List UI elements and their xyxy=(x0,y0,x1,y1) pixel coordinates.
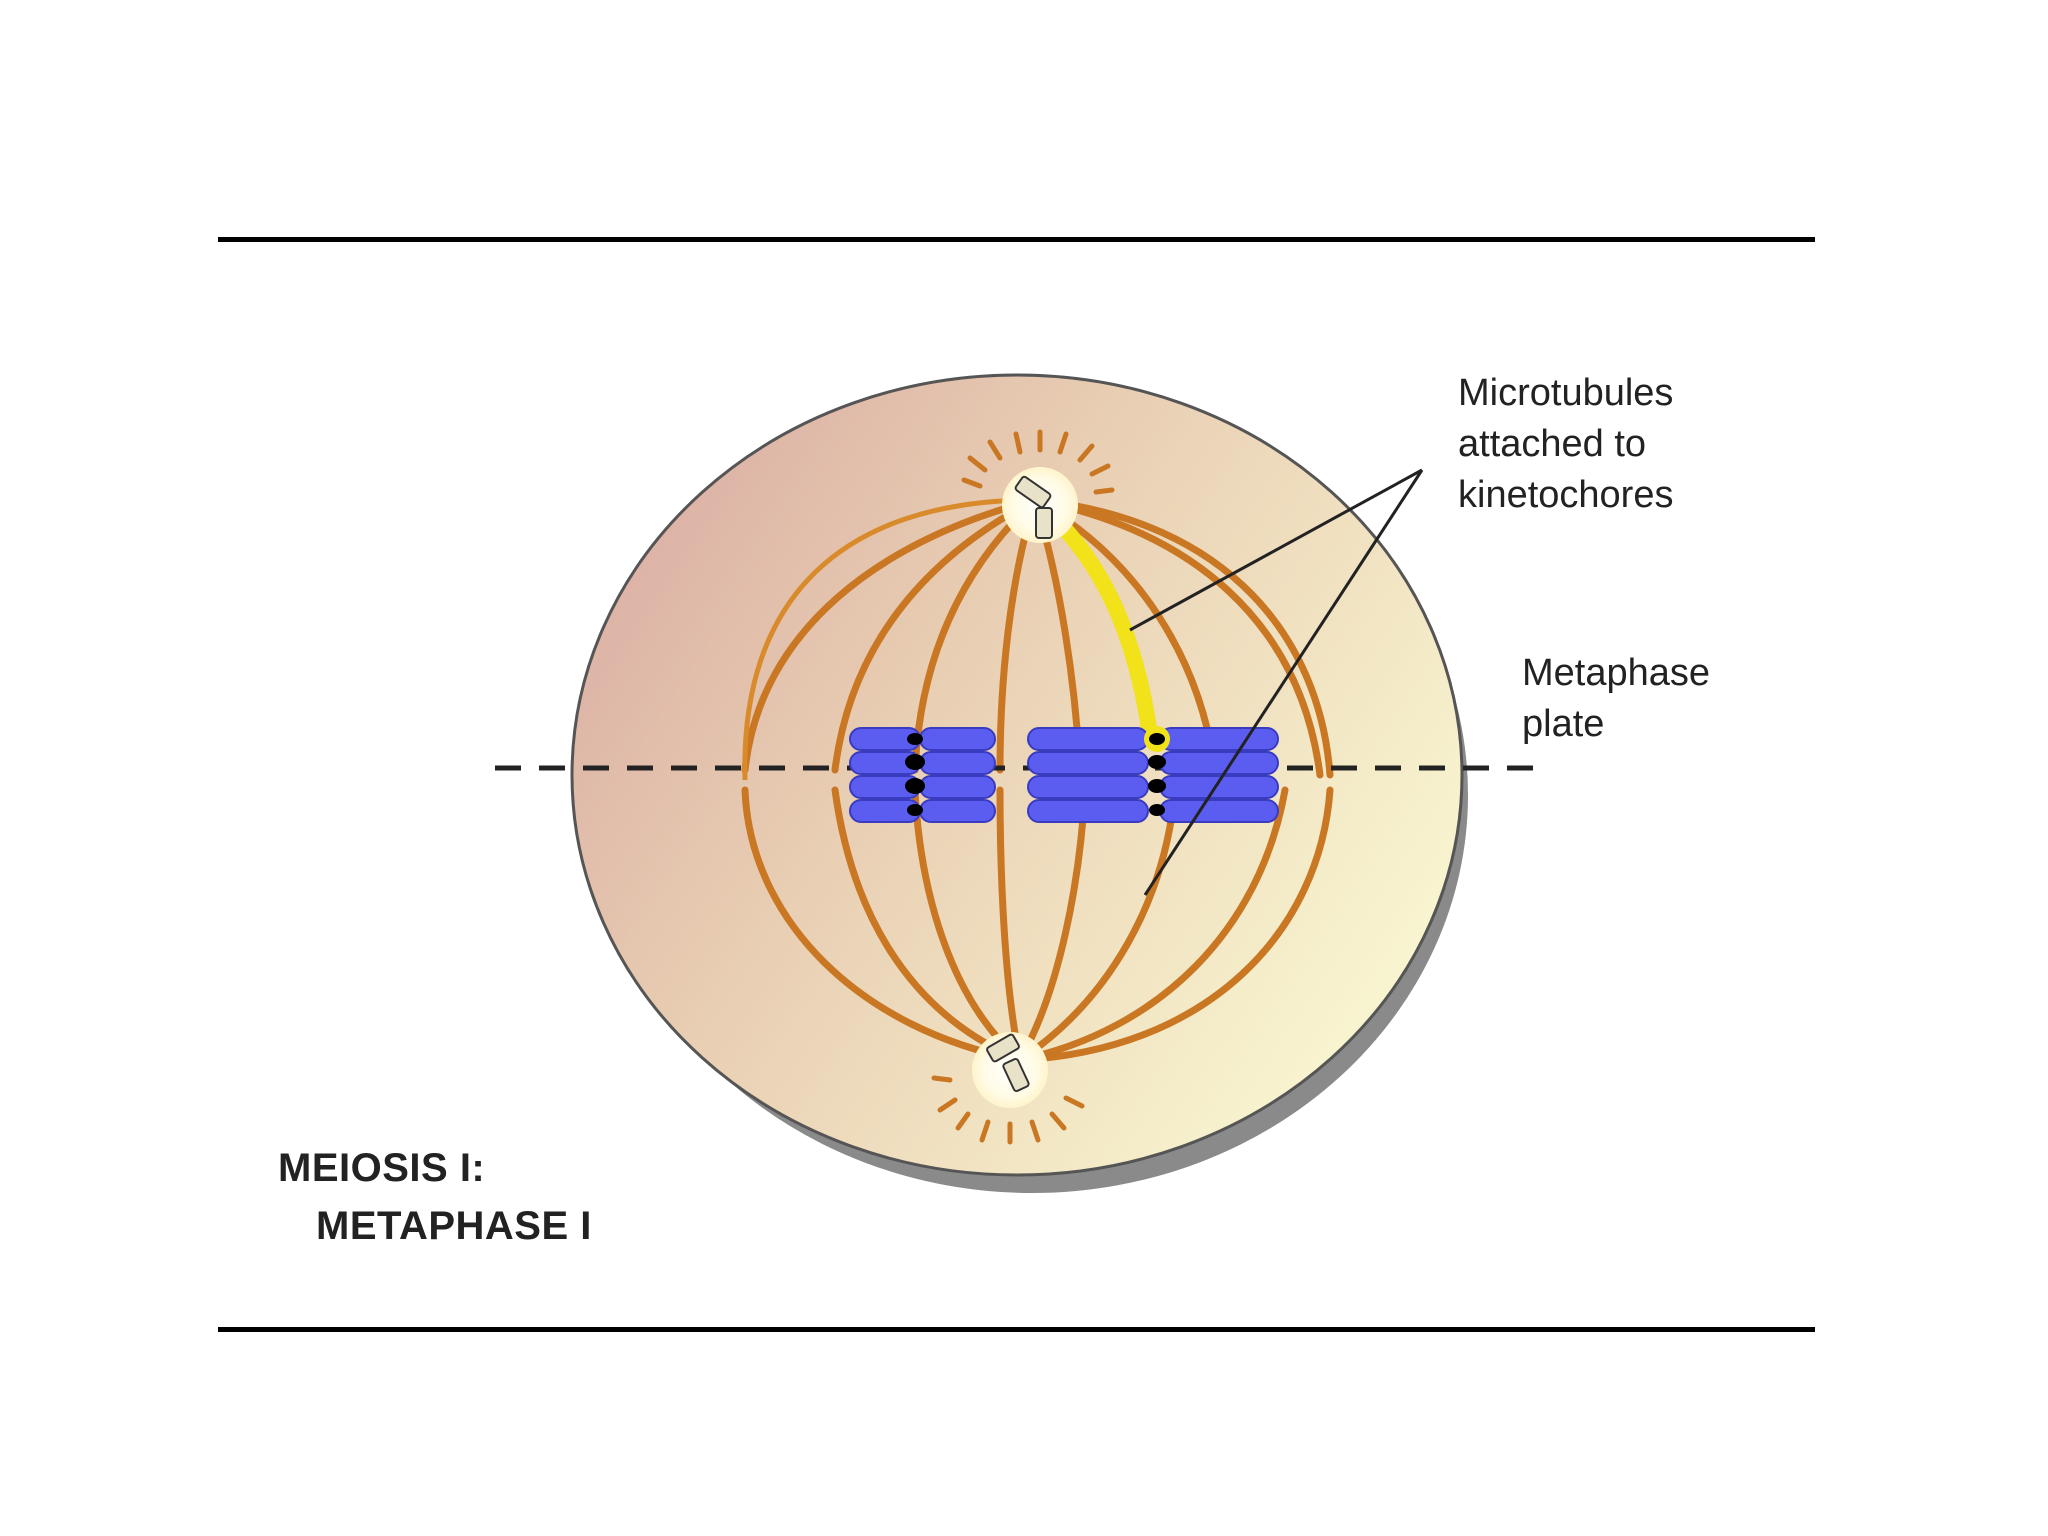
caption-line-2: METAPHASE I xyxy=(316,1204,592,1249)
caption-line-1: MEIOSIS I: xyxy=(278,1146,485,1191)
microtubules-label-line-1: Microtubules xyxy=(1458,368,1673,419)
metaphase-plate-label-line-1: Metaphase xyxy=(1522,648,1710,699)
microtubules-label: Microtubules attached to kinetochores xyxy=(1458,368,1673,521)
metaphase-plate-label-line-2: plate xyxy=(1522,699,1710,750)
microtubules-label-line-2: attached to xyxy=(1458,419,1673,470)
metaphase-plate-label: Metaphase plate xyxy=(1522,648,1710,750)
microtubules-label-line-3: kinetochores xyxy=(1458,470,1673,521)
